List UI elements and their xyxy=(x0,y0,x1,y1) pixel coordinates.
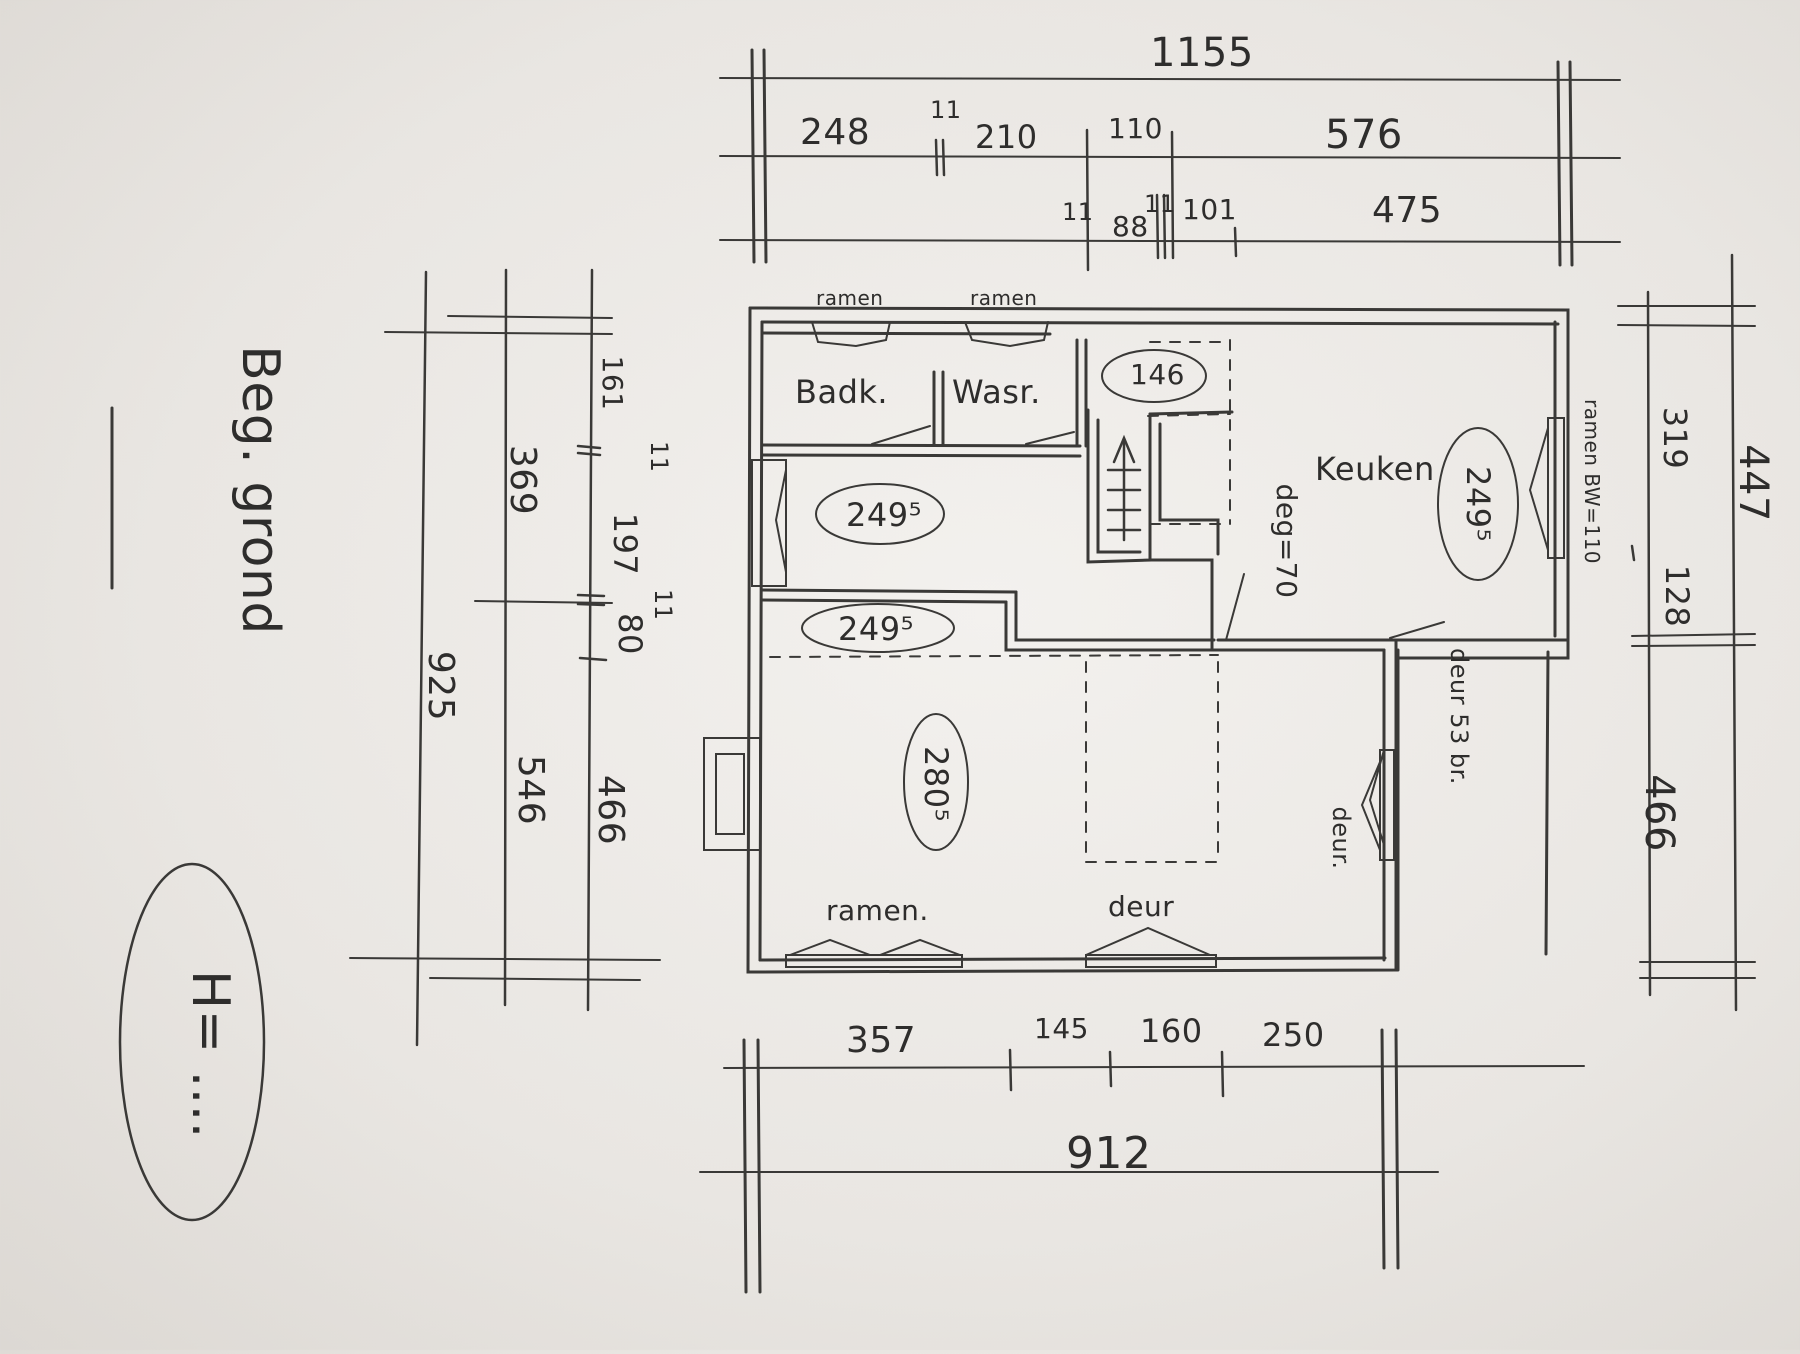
window-label-bottom: ramen. xyxy=(826,894,929,927)
dim-left-upper: 369 xyxy=(502,444,543,516)
dim-left-seg-d: 466 xyxy=(590,774,631,846)
area-stair-top: 146 xyxy=(1130,358,1185,391)
area-ovals xyxy=(118,349,1519,1222)
dim-left-seg-b: 197 xyxy=(606,512,644,576)
right-dimension-lines xyxy=(1617,253,1756,1012)
top-dimension-lines xyxy=(719,48,1621,272)
dim-right-seg-b: 128 xyxy=(1658,564,1696,628)
window-label-right: ramen BW=110 xyxy=(1580,399,1604,565)
window-label-top-right: ramen xyxy=(970,286,1038,310)
dim-right-total: 447 xyxy=(1730,444,1776,522)
bottom-dimension-lines xyxy=(699,1028,1585,1294)
dim-top-seg-b: 210 xyxy=(975,118,1038,156)
area-hall-upper: 249⁵ xyxy=(846,496,922,534)
house-walls xyxy=(746,306,1570,974)
door-label-right-lower: deur. xyxy=(1327,806,1355,870)
room-label-laundry: Wasr. xyxy=(952,373,1041,411)
window-label-top-left: ramen xyxy=(816,286,884,310)
room-label-kitchen: Keuken xyxy=(1315,450,1435,488)
dashed-guides xyxy=(769,339,1231,863)
door-label-right-upper: deur 53 br. xyxy=(1445,648,1473,785)
room-label-bathroom: Badk. xyxy=(795,373,889,411)
dim-right-seg-c: 466 xyxy=(1636,774,1682,852)
dim-left-tick-2: 11 xyxy=(649,589,677,621)
dim-top-seg-d: 576 xyxy=(1325,112,1403,158)
door-label-bottom: deur xyxy=(1108,890,1175,923)
dim-left-lower: 546 xyxy=(510,754,551,826)
dim-left-seg-a: 161 xyxy=(596,355,629,411)
area-hall-lower: 249⁵ xyxy=(838,610,914,648)
dim-top-seg-g: 475 xyxy=(1372,190,1443,231)
dim-bottom-seg-d: 250 xyxy=(1262,1016,1325,1054)
dim-top-tick-3: 11 xyxy=(1144,190,1176,218)
dim-right-seg-a: 319 xyxy=(1656,406,1694,470)
dim-top-total: 1155 xyxy=(1150,30,1254,76)
dim-top-seg-a: 248 xyxy=(800,112,871,153)
dim-top-tick-1: 11 xyxy=(930,96,962,124)
dim-bottom-seg-c: 160 xyxy=(1140,1012,1203,1050)
dim-top-seg-f: 101 xyxy=(1182,193,1237,226)
sheet-title: Beg. grond xyxy=(230,345,290,635)
dim-left-seg-c: 80 xyxy=(611,613,649,655)
dim-top-seg-e: 88 xyxy=(1112,210,1149,243)
height-label: H= .... xyxy=(180,970,240,1139)
door-label-stair: deg=70 xyxy=(1270,483,1303,599)
dim-left-tick-1: 11 xyxy=(645,441,673,473)
dim-bottom-total: 912 xyxy=(1066,1128,1152,1179)
dim-bottom-seg-a: 357 xyxy=(846,1020,917,1061)
area-kitchen: 249⁵ xyxy=(1459,466,1497,542)
dim-top-seg-c: 110 xyxy=(1108,112,1163,145)
windows xyxy=(703,321,1565,968)
area-living: 280⁵ xyxy=(917,746,955,822)
dim-left-total: 925 xyxy=(420,650,461,722)
left-dimension-lines xyxy=(349,268,661,1047)
dim-bottom-seg-b: 145 xyxy=(1034,1012,1089,1045)
stair-arrow-icon xyxy=(1106,434,1142,542)
dim-top-tick-2: 11 xyxy=(1062,198,1094,226)
